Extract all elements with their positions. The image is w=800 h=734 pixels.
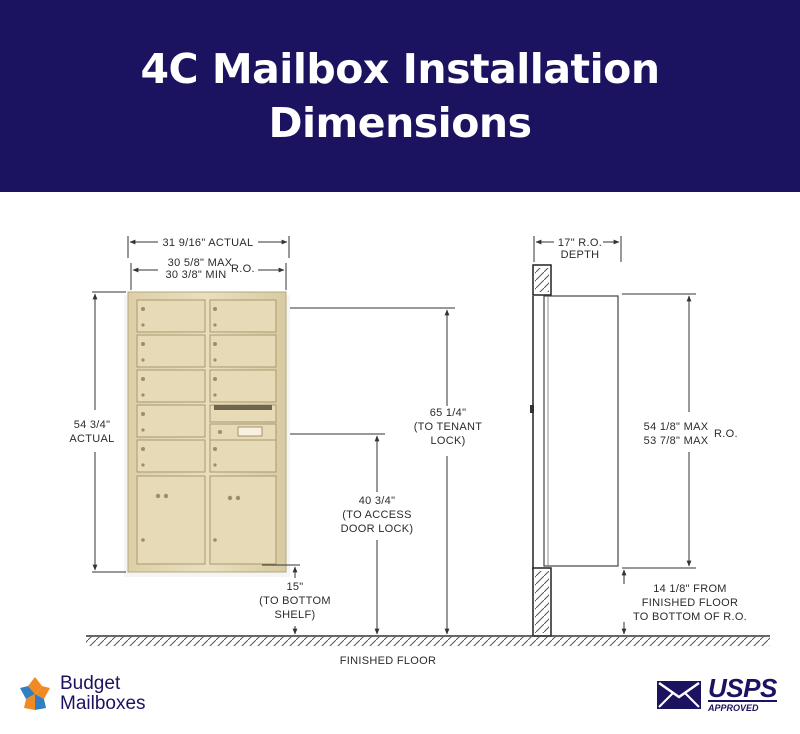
access-lock-line-3: DOOR LOCK) xyxy=(341,523,414,535)
title-line-2: Dimensions xyxy=(268,99,532,147)
rough-opening-width-dimension: 30 5/8" MAX 30 3/8" MIN R.O. xyxy=(130,257,287,290)
shelf-value: 15" xyxy=(286,581,303,593)
brand-line-1: Budget xyxy=(60,673,121,694)
depth-label: DEPTH xyxy=(561,249,600,261)
shelf-line-3: SHELF) xyxy=(275,609,316,621)
mailbox-side-profile xyxy=(543,295,619,567)
bottom-shelf-dimension: 15" (TO BOTTOM SHELF) xyxy=(259,564,331,635)
side-height-max: 54 1/8" MAX xyxy=(644,421,709,433)
access-lock-line-2: (TO ACCESS xyxy=(342,509,411,521)
finished-floor: FINISHED FLOOR xyxy=(86,635,770,667)
width-actual-dimension: 31 9/16" ACTUAL xyxy=(127,236,290,258)
tenant-lock-dimension: 65 1/4" (TO TENANT LOCK) xyxy=(290,307,483,635)
floor-to-ro-dimension: 14 1/8" FROM FINISHED FLOOR TO BOTTOM OF… xyxy=(621,569,747,635)
floor-ro-line-3: TO BOTTOM OF R.O. xyxy=(633,611,747,623)
brand-line-2: Mailboxes xyxy=(60,693,146,714)
floor-ro-line-1: 14 1/8" FROM xyxy=(653,583,727,595)
floor-ro-line-2: FINISHED FLOOR xyxy=(642,597,739,609)
height-actual-dimension: 54 3/4" ACTUAL xyxy=(69,291,126,573)
side-view: 17" R.O. DEPTH 54 1/8" MAX 53 7/8" MAX R… xyxy=(530,236,747,637)
floor-label: FINISHED FLOOR xyxy=(340,655,437,667)
usps-approved-badge: USPS APPROVED xyxy=(656,673,777,713)
door-locks xyxy=(141,307,241,542)
wall-section xyxy=(530,264,552,637)
height-actual-label: ACTUAL xyxy=(69,433,114,445)
width-actual-label: 31 9/16" ACTUAL xyxy=(163,237,254,249)
height-actual-value: 54 3/4" xyxy=(74,419,111,431)
ro-min-label: 30 3/8" MIN xyxy=(165,269,226,281)
access-lock-value: 40 3/4" xyxy=(359,495,396,507)
side-height-dimension: 54 1/8" MAX 53 7/8" MAX R.O. xyxy=(622,293,738,569)
depth-dimension: 17" R.O. DEPTH xyxy=(533,236,622,262)
installation-diagram: 31 9/16" ACTUAL 30 5/8" MAX 30 3/8" MIN … xyxy=(69,236,770,667)
compartment-doors xyxy=(136,299,277,565)
side-ro-label: R.O. xyxy=(714,428,738,440)
shelf-line-2: (TO BOTTOM xyxy=(259,595,331,607)
title-banner: 4C Mailbox Installation Dimensions xyxy=(0,0,800,192)
budget-mailboxes-logo-icon xyxy=(20,677,50,710)
tenant-lock-line-2: (TO TENANT xyxy=(414,421,483,433)
depth-value: 17" R.O. xyxy=(558,237,602,249)
usps-word: USPS xyxy=(708,673,777,703)
usps-text: USPS APPROVED xyxy=(708,673,777,713)
brand-name: Budget Mailboxes xyxy=(60,674,146,714)
mailbox-unit xyxy=(124,291,290,577)
tenant-lock-value: 65 1/4" xyxy=(430,407,467,419)
ro-max-label: 30 5/8" MAX xyxy=(168,257,233,269)
title-line-1: 4C Mailbox Installation xyxy=(140,45,660,93)
budget-mailboxes-brand: Budget Mailboxes xyxy=(18,674,146,714)
tenant-lock-line-3: LOCK) xyxy=(430,435,465,447)
front-view: 31 9/16" ACTUAL 30 5/8" MAX 30 3/8" MIN … xyxy=(69,236,483,635)
side-height-min: 53 7/8" MAX xyxy=(644,435,709,447)
ro-label: R.O. xyxy=(231,263,255,275)
access-lock-dimension: 40 3/4" (TO ACCESS DOOR LOCK) xyxy=(290,433,414,635)
envelope-icon xyxy=(657,680,701,709)
page-title: 4C Mailbox Installation Dimensions xyxy=(140,42,660,150)
usps-approved: APPROVED xyxy=(708,700,777,713)
